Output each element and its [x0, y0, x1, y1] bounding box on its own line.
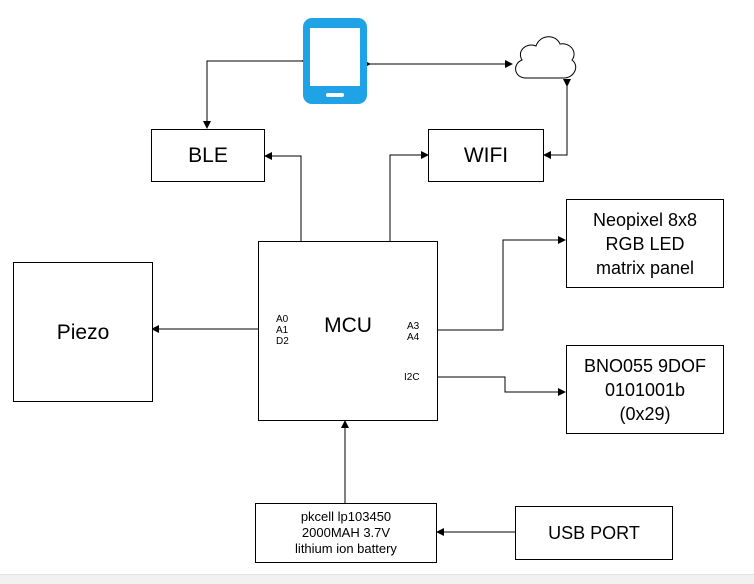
- usb-port-block: USB PORT: [515, 506, 673, 560]
- pin-a1: A1: [276, 325, 289, 336]
- wire-cloud-wifi: [543, 79, 571, 159]
- ble-label: BLE: [188, 144, 228, 167]
- wifi-block: WIFI: [428, 129, 544, 182]
- mcu-label: MCU: [324, 313, 372, 337]
- ble-block: BLE: [151, 129, 265, 182]
- pin-i2c: I2C: [404, 372, 420, 383]
- piezo-block: Piezo: [13, 262, 153, 402]
- bno-line-2: 0101001b: [604, 379, 686, 400]
- mcu-block: MCU: [258, 241, 438, 421]
- pin-a3: A3: [407, 321, 420, 332]
- bno-line-1: BNO055 9DOF: [583, 355, 707, 376]
- wifi-label: WIFI: [463, 144, 509, 167]
- wire-phone-ble: [203, 57, 309, 129]
- neopixel-block: Neopixel 8x8 RGB LED matrix panel: [566, 199, 724, 288]
- cloud-icon: [515, 36, 577, 79]
- pin-a4: A4: [407, 332, 420, 343]
- battery-line-2: 2000MAH 3.7V: [301, 525, 391, 540]
- wire-mcu-ble: [264, 152, 302, 241]
- pin-labels-left: A0 A1 D2: [276, 314, 289, 347]
- smartphone-icon: [303, 18, 367, 104]
- bno055-block: BNO055 9DOF 0101001b (0x29): [566, 345, 724, 434]
- wire-mcu-neopixel: [437, 236, 566, 331]
- battery-block: pkcell lp103450 2000MAH 3.7V lithium ion…: [255, 503, 437, 563]
- neopixel-line-3: matrix panel: [595, 257, 695, 278]
- neopixel-line-1: Neopixel 8x8: [592, 209, 698, 230]
- wire-mcu-bno: [437, 376, 566, 396]
- battery-line-1: pkcell lp103450: [300, 509, 392, 524]
- bno-line-3: (0x29): [619, 403, 671, 424]
- bottom-scroll-strip: [0, 574, 754, 584]
- neopixel-line-2: RGB LED: [605, 233, 685, 254]
- usb-port-label: USB PORT: [548, 523, 640, 543]
- wire-mcu-wifi: [386, 151, 429, 248]
- piezo-label: Piezo: [56, 320, 110, 344]
- pin-a0: A0: [276, 314, 289, 325]
- battery-line-3: lithium ion battery: [295, 541, 397, 556]
- pin-labels-right: A3 A4: [407, 321, 419, 343]
- pin-d2: D2: [276, 336, 289, 347]
